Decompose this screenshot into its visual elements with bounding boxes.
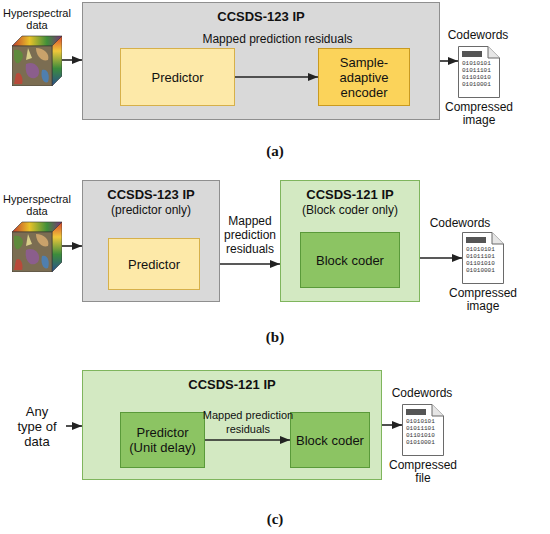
edge-label: Codewords (384, 386, 460, 400)
ip-core-box: CCSDS-123 IP(predictor only) Predictor (82, 180, 220, 302)
flow-arrow (235, 76, 318, 78)
ip-core-box: CCSDS-121 IP(Block coder only) Block code… (280, 180, 420, 302)
box-label: Sample-adaptive encoder (319, 55, 409, 100)
edge-label: Codewords (422, 216, 498, 230)
hyperspectral-cube (12, 36, 62, 86)
document-icon (459, 47, 500, 98)
box-label: Predictor (124, 257, 184, 272)
document-icon (463, 233, 504, 284)
flow-arrow (440, 60, 458, 62)
flow-arrow (420, 257, 462, 259)
process-box: Block coder (300, 232, 400, 288)
source-label: Hyperspectral data (0, 7, 75, 31)
file-caption: Compressed file (383, 459, 463, 485)
source-label: Hyperspectral data (0, 193, 75, 217)
panel-label: (c) (255, 510, 295, 528)
flow-arrow (62, 245, 82, 247)
process-box: Sample-adaptive encoder (318, 48, 410, 106)
data-source: Hyperspectral data (12, 34, 62, 86)
ip-core-box: CCSDS-121 IP Predictor (Unit delay) Block … (82, 370, 382, 480)
file-caption: Compressed image (443, 287, 523, 313)
edge-label: Mapped prediction residuals (220, 214, 280, 256)
ip-core-box: CCSDS-123 IP Predictor Sample-adaptive enc… (82, 2, 440, 120)
box-label: Any type of data (8, 404, 66, 449)
panel-label: (a) (255, 142, 295, 160)
output-file: 01010101 01011101 01101010 01010001Compr… (458, 46, 500, 98)
binary-text: 01010101 01011101 01101010 01010001 (462, 60, 496, 88)
data-source: Hyperspectral data (12, 220, 62, 272)
flow-arrow (205, 439, 290, 441)
binary-text: 01010101 01011101 01101010 01010001 (466, 246, 500, 274)
binary-text: 01010101 01011101 01101010 01010001 (406, 418, 440, 446)
box-title: CCSDS-123 IP (107, 187, 194, 203)
flow-arrow (382, 424, 402, 426)
output-file: 01010101 01011101 01101010 01010001Compr… (402, 404, 444, 456)
output-file: 01010101 01011101 01101010 01010001Compr… (462, 232, 504, 284)
box-subtitle: (Block coder only) (302, 203, 398, 218)
process-box: Predictor (120, 48, 235, 106)
hyperspectral-cube (12, 222, 62, 272)
panel-label: (b) (255, 328, 295, 346)
flow-arrow (62, 59, 82, 61)
edge-label: Codewords (440, 28, 516, 42)
box-label: Predictor (Unit delay) (121, 425, 204, 455)
box-subtitle: (predictor only) (111, 203, 191, 218)
box-title: CCSDS-123 IP (217, 9, 304, 25)
process-box: Predictor (Unit delay) (120, 412, 205, 468)
box-label: Block coder (312, 253, 388, 268)
box-title: CCSDS-121 IP (306, 187, 393, 203)
flow-arrow (66, 425, 82, 427)
process-box: Predictor (108, 238, 200, 290)
box-label: Block coder (292, 433, 368, 448)
input-text: Any type of data (8, 408, 66, 444)
process-box: Block coder (290, 412, 370, 468)
box-label: Predictor (147, 70, 207, 85)
document-icon (403, 405, 444, 456)
flow-arrow (220, 263, 280, 265)
box-title: CCSDS-121 IP (188, 377, 275, 393)
file-caption: Compressed image (439, 101, 519, 127)
